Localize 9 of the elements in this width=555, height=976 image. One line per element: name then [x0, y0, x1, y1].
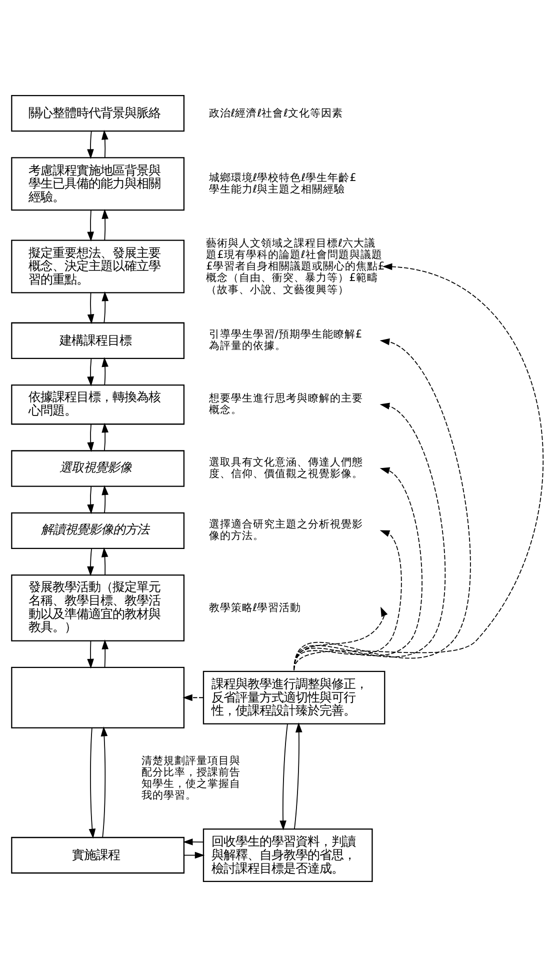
node-label: 城鄉環境ℓ學校特色ℓ學生年齡£學生能力ℓ與主題之相關經驗: [208, 170, 356, 195]
node-label: 政治ℓ經濟ℓ社會ℓ文化等因素: [208, 106, 344, 120]
node-label: 清楚規劃評量項目與配分比率，授課前告知學生，使之掌握自我的學習。: [141, 753, 240, 802]
node-text: 選取具有文化意涵、傳達人們態度、信仰、價值觀之視覺影像。: [208, 455, 363, 480]
node-text: 想要學生進行思考與瞭解的主要概念。: [208, 391, 363, 416]
node-text: 選擇適合研究主題之分析視覺影像的方法。: [208, 517, 363, 542]
node-text: 教學策略ℓ學習活動: [208, 600, 302, 614]
node-text: 藝術與人文領域之課程目標ℓ六大議題£現有學科的論題ℓ社會問題與議題£學習者自身相關議題或關心的焦點£概念（自由、衝突、暴力等）£範疇（故事、小說、文藝復興等）: [206, 236, 385, 296]
node-text: 引導學生學習/預期學生能瞭解£為評量的依據。: [208, 327, 362, 352]
